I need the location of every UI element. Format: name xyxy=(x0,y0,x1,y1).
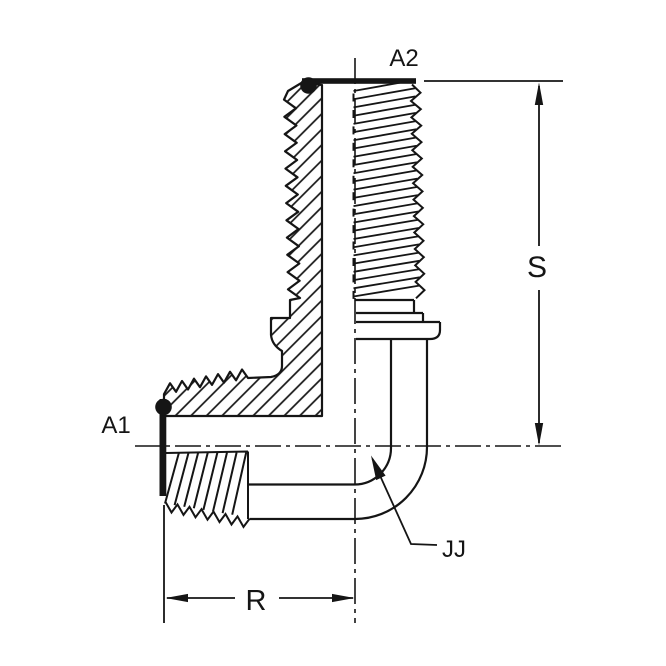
dimension-r: R xyxy=(163,505,355,623)
thread-helix-line xyxy=(353,218,419,232)
thread-helix-line xyxy=(353,186,418,199)
thread-helix-line xyxy=(231,452,248,515)
left-port-thread-root-line xyxy=(165,450,249,519)
top-port-thread-lines xyxy=(352,79,421,299)
thread-helix-line xyxy=(353,153,417,166)
thread-helix-line xyxy=(353,235,419,249)
r-arrow-left-icon xyxy=(165,593,188,603)
s-arrow-up-icon xyxy=(534,82,544,105)
thread-helix-line xyxy=(353,268,420,281)
top-port-face-seal xyxy=(300,77,416,94)
dimension-s: S xyxy=(424,80,563,446)
left-oring-icon xyxy=(155,398,172,416)
thread-helix-line xyxy=(353,251,420,265)
flange-shoulder-outline xyxy=(355,298,442,341)
top-port-thread-crest-edge xyxy=(409,83,426,300)
thread-helix-line xyxy=(353,161,418,175)
left-port-face-seal xyxy=(155,398,172,496)
left-port-face xyxy=(159,399,167,496)
thread-helix-line xyxy=(353,202,419,216)
thread-helix-line xyxy=(353,243,420,257)
thread-helix-line xyxy=(353,276,420,290)
jj-arrow-icon xyxy=(371,455,386,481)
thread-helix-line xyxy=(353,95,416,109)
top-oring-icon xyxy=(300,77,317,94)
thread-helix-line xyxy=(353,177,418,191)
thread-helix-line xyxy=(353,120,417,133)
thread-helix-line xyxy=(353,210,419,224)
thread-helix-line xyxy=(353,112,416,125)
left-port-thread-crest-edge xyxy=(164,501,251,529)
jj-leader-line xyxy=(371,458,438,546)
a2-port-label: A2 xyxy=(389,45,418,72)
thread-helix-line xyxy=(353,87,416,101)
body-cross-section xyxy=(162,80,324,418)
thread-helix-line xyxy=(353,227,419,240)
r-arrow-right-icon xyxy=(332,593,355,603)
thread-helix-line xyxy=(202,452,219,511)
thread-helix-line xyxy=(353,194,418,207)
left-port-thread-lines xyxy=(164,452,248,515)
thread-helix-line xyxy=(192,452,209,509)
thread-helix-line xyxy=(221,452,238,514)
s-arrow-down-icon xyxy=(534,423,544,446)
thread-helix-line xyxy=(164,452,180,504)
thread-helix-line xyxy=(353,128,417,142)
jj-leader: JJ xyxy=(371,455,466,563)
top-port-face xyxy=(302,78,416,84)
s-dimension-label: S xyxy=(527,251,547,284)
thread-helix-line xyxy=(353,259,420,273)
jj-label: JJ xyxy=(442,536,466,563)
thread-helix-line xyxy=(353,144,417,158)
thread-helix-line xyxy=(353,284,421,298)
thread-helix-line xyxy=(212,452,228,512)
thread-helix-line xyxy=(353,136,417,150)
a1-port-label: A1 xyxy=(101,412,130,439)
elbow-bend-outline xyxy=(248,340,429,521)
thread-helix-line xyxy=(173,452,190,506)
r-dimension-label: R xyxy=(246,585,267,617)
thread-helix-line xyxy=(353,169,418,183)
thread-helix-line xyxy=(183,452,200,507)
thread-helix-line xyxy=(353,103,416,117)
